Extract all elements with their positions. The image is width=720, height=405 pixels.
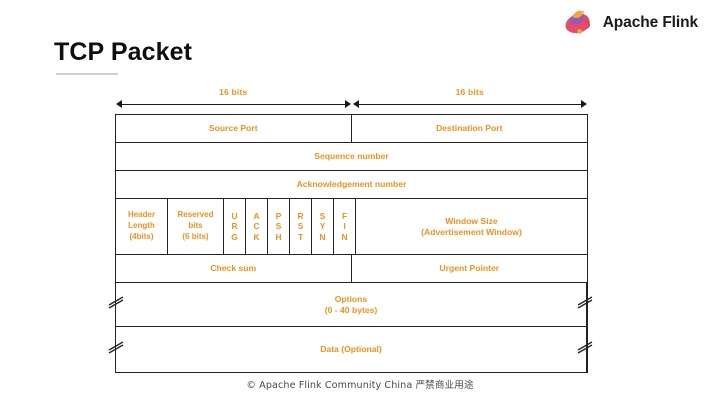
window-size-line-2: (Advertisement Window) [421, 226, 522, 237]
reserved-bits-line-3: (6 bits) [182, 231, 209, 241]
flag-syn-cell: S Y N [312, 199, 334, 254]
table-row: Data (Optional) [108, 327, 593, 373]
flag-rst-letter-3: T [297, 231, 304, 242]
source-port-cell: Source Port [116, 115, 352, 142]
table-row: Options (0 - 40 bytes) [108, 283, 593, 327]
sequence-number-cell: Sequence number [314, 151, 389, 161]
flag-ack-cell: A C K [246, 199, 268, 254]
flag-urg-letter-2: R [231, 221, 238, 232]
flag-fin-letter-2: I [343, 221, 346, 232]
reserved-bits-line-1: Reserved [177, 210, 214, 220]
table-row: Source Port Destination Port [116, 115, 587, 143]
flink-squirrel-logo-icon [562, 8, 596, 38]
flag-ack-letter-1: A [253, 211, 260, 222]
reserved-bits-cell: Reserved bits (6 bits) [168, 199, 224, 254]
acknowledgement-number-cell: Acknowledgement number [296, 179, 407, 189]
footer-copyright: © Apache Flink Community China 严禁商业用途 [246, 380, 474, 391]
header-length-line-1: Header [127, 210, 156, 220]
flag-psh-letter-2: S [275, 221, 282, 232]
flag-fin-letter-3: N [341, 231, 348, 242]
flag-ack-letter-3: K [253, 231, 260, 242]
window-size-cell: Window Size (Advertisement Window) [356, 199, 587, 254]
brand-name: Apache Flink [602, 14, 698, 31]
header-length-line-2: Length [128, 221, 155, 231]
flag-psh-cell: P S H [268, 199, 290, 254]
measure-second-16-bits: 16 bits [352, 87, 589, 114]
flag-rst-letter-2: S [297, 221, 304, 232]
reserved-bits-line-2: bits [188, 221, 203, 231]
flag-psh-letter-1: P [275, 211, 282, 222]
table-row: Header Length (4bits) Reserved bits (6 b… [116, 199, 587, 255]
flag-ack-letter-2: C [253, 221, 260, 232]
window-size-line-1: Window Size [445, 215, 498, 226]
flag-urg-letter-1: U [231, 211, 238, 222]
title-underline [56, 73, 118, 75]
options-cell: Options (0 - 40 bytes) [116, 283, 587, 326]
flag-syn-letter-3: N [319, 231, 326, 242]
packet-table: Source Port Destination Port Sequence nu… [108, 114, 593, 373]
destination-port-cell: Destination Port [436, 123, 503, 133]
flag-urg-cell: U R G [224, 199, 246, 254]
measure-label: 16 bits [219, 87, 248, 97]
table-row: Check sum Urgent Pointer [116, 255, 587, 283]
measure-label: 16 bits [455, 87, 484, 97]
flag-psh-letter-3: H [275, 231, 282, 242]
flag-urg-letter-3: G [231, 231, 238, 242]
flag-rst-letter-1: R [297, 211, 304, 222]
urgent-pointer-cell: Urgent Pointer [439, 263, 500, 273]
flag-fin-cell: F I N [334, 199, 356, 254]
brand-lockup: Apache Flink [562, 8, 698, 38]
table-row: Sequence number [116, 143, 587, 171]
double-arrow-icon [352, 100, 587, 108]
table-row: Acknowledgement number [116, 171, 587, 199]
check-sum-cell: Check sum [116, 255, 352, 282]
flag-syn-letter-2: Y [319, 221, 326, 232]
flag-fin-letter-1: F [341, 211, 348, 222]
data-optional-cell: Data (Optional) [116, 327, 587, 372]
options-line-2: (0 - 40 bytes) [324, 304, 378, 315]
flag-syn-letter-1: S [319, 211, 326, 222]
tcp-packet-diagram: 16 bits 16 bits Source Port Destination … [108, 87, 593, 373]
flag-rst-cell: R S T [290, 199, 312, 254]
page-title: TCP Packet [54, 38, 193, 66]
measure-first-16-bits: 16 bits [115, 87, 352, 114]
bit-width-measures: 16 bits 16 bits [115, 87, 589, 114]
header-length-line-3: (4bits) [129, 231, 154, 241]
options-line-1: Options [334, 293, 368, 304]
double-arrow-icon [116, 100, 351, 108]
header-length-cell: Header Length (4bits) [116, 199, 168, 254]
